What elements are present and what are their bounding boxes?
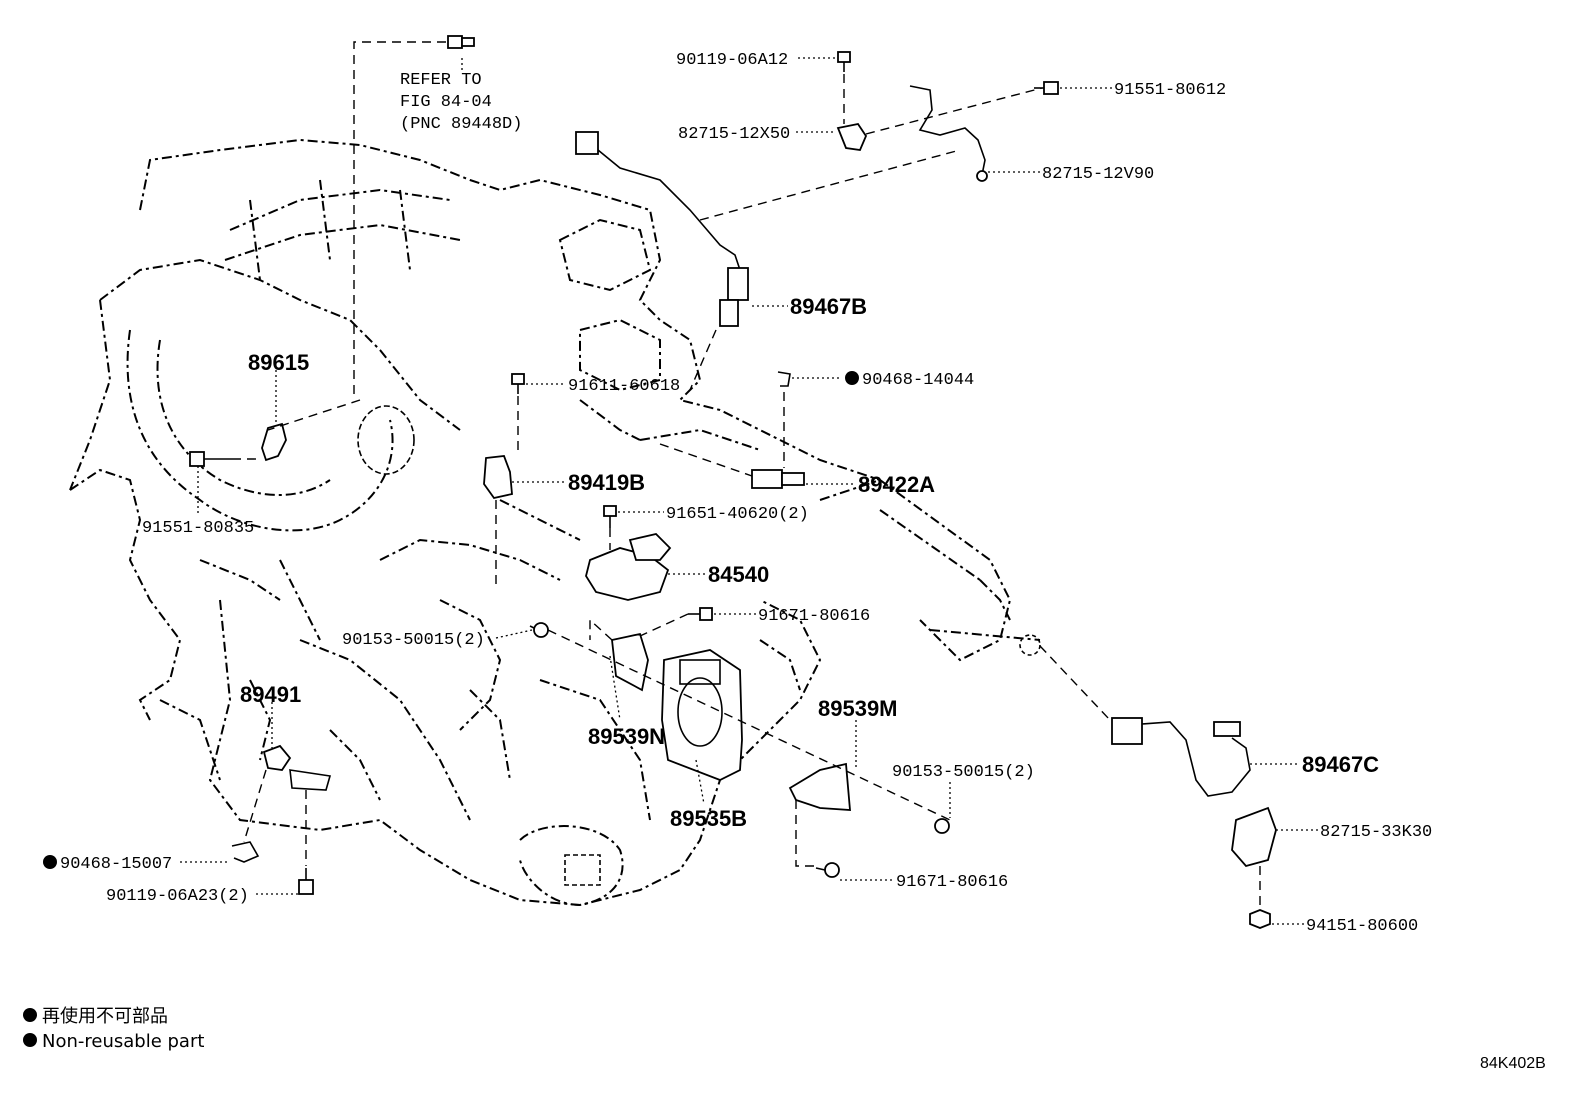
oxygen-sensor-icon [575, 131, 749, 327]
assembly-lines [232, 41, 1261, 908]
legend-marker [23, 1008, 37, 1022]
part-label: 90153-50015(2) [342, 631, 485, 650]
part-label: 84540 [708, 562, 769, 587]
non-reusable-marker [845, 371, 859, 385]
bracket-icon [788, 762, 851, 811]
part-label: 91651-40620(2) [666, 505, 809, 524]
part-label: 91671-80616 [758, 607, 870, 626]
knock-sensor-icon [261, 422, 287, 462]
bolt-icon [1034, 81, 1059, 95]
part-label: 89467B [790, 294, 867, 319]
speed-sensor-icon [483, 455, 513, 500]
legend-en: Non-reusable part [42, 1031, 204, 1052]
part-label: 91551-80835 [142, 519, 254, 538]
bracket-icon [1231, 806, 1277, 868]
part-label: 89535B [670, 806, 747, 831]
part-label: 89539N [588, 724, 665, 749]
part-label: 94151-80600 [1306, 917, 1418, 936]
bracket-icon [611, 632, 649, 692]
bolt-icon [688, 607, 713, 621]
part-label: 91611-60618 [568, 377, 680, 396]
refer-bolt-icon [447, 35, 475, 49]
legend-jp: 再使用不可部品 [42, 1006, 168, 1027]
part-label: 90468-14044 [862, 371, 974, 390]
bolt-icon [934, 818, 950, 834]
refer-note-line1: REFER TO [400, 71, 482, 90]
part-label: 90119-06A12 [676, 51, 788, 70]
bolt-icon [511, 373, 525, 394]
bolt-icon [603, 505, 617, 528]
part-label: 91671-80616 [896, 873, 1008, 892]
clip-icon [231, 841, 260, 863]
bracket-icon [289, 769, 332, 791]
bolt-icon [529, 622, 549, 638]
part-label: 82715-12X50 [678, 125, 790, 144]
clamp-wire-icon [909, 85, 986, 176]
neutral-switch-icon [585, 533, 672, 601]
bolt-icon [837, 51, 851, 72]
bolt-icon [815, 862, 840, 878]
part-label: 89419B [568, 470, 645, 495]
part-label: 89467C [1302, 752, 1379, 777]
refer-note-line3: (PNC 89448D) [400, 115, 522, 134]
diagram-id: 84K402B [1480, 1055, 1546, 1072]
temp-sensor-icon [751, 469, 805, 489]
ecu-module-icon [661, 649, 743, 781]
part-label: 90119-06A23(2) [106, 887, 249, 906]
non-reusable-marker [43, 855, 57, 869]
part-label: 90468-15007 [60, 855, 172, 874]
legend: 再使用不可部品 Non-reusable part [23, 1006, 204, 1052]
part-label: 89539M [818, 696, 898, 721]
bracket-icon [836, 122, 868, 151]
clip-icon [976, 170, 988, 182]
legend-marker [23, 1033, 37, 1047]
clip-icon [777, 371, 791, 387]
bolt-icon [189, 451, 232, 467]
part-label: 89615 [248, 350, 309, 375]
part-label: 89491 [240, 682, 301, 707]
part-label: 90153-50015(2) [892, 763, 1035, 782]
engine-outline [69, 138, 1041, 907]
labels: REFER TO FIG 84-04 (PNC 89448D) 90119-06… [43, 51, 1432, 936]
oxygen-sensor-icon [1111, 717, 1251, 797]
sensor-icon [262, 744, 292, 771]
leader-lines [180, 57, 1318, 925]
nut-icon [1249, 909, 1271, 929]
part-label: 91551-80612 [1114, 81, 1226, 100]
part-label: 89422A [858, 472, 935, 497]
bolt-icon [298, 868, 314, 895]
refer-note-line2: FIG 84-04 [400, 93, 492, 112]
part-shapes [189, 35, 1277, 929]
part-label: 82715-33K30 [1320, 823, 1432, 842]
part-label: 82715-12V90 [1042, 165, 1154, 184]
